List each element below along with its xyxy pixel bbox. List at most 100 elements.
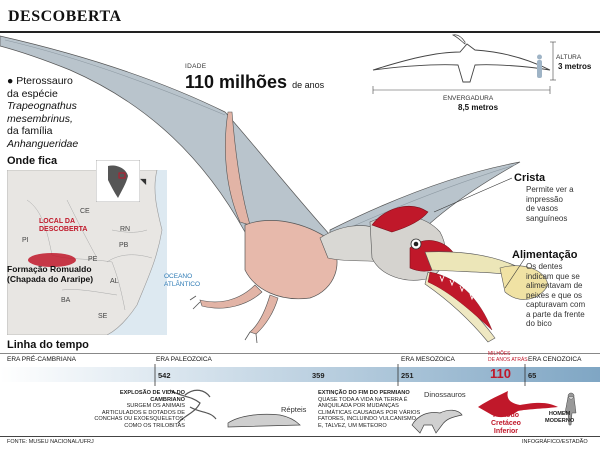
era-paleozoic: ERA PALEOZOICA [156,356,212,363]
modern-human-line: HOMEM [548,411,571,417]
dinosaurs-label: Dinossauros [424,390,466,399]
ocean-label: OCEANO ATLÂNTICO [164,273,200,288]
species-line-2: da espécie [7,87,58,100]
ocean-line-2: ATLÂNTICO [164,280,200,288]
tick-542: 542 [158,371,171,380]
wingspan-label: ENVERGADURA [443,95,494,102]
crest-text-line: sanguíneos [526,213,568,223]
modern-human-label: HOMEM MODERNO [545,411,574,424]
location-map [7,170,167,335]
feeding-title: Alimentação [512,249,578,261]
feeding-text-line: Os dentes [526,262,563,271]
cretaceous-line: Período [492,412,520,419]
formation-line-1: Formação Romualdo [7,264,92,274]
crest-title: Crista [514,172,546,184]
age-unit: de anos [292,80,325,90]
event-cambrian-line: COMO OS TRILOBITAS [124,422,185,429]
state-label-rn: RN [120,226,131,233]
species-text-1: Pterossauro [16,75,73,87]
event-cambrian-line: SURGEM OS ANIMAIS [126,403,185,410]
cretaceous-line: Inferior [493,428,519,435]
era-cenozoic: ERA CENOZOICA [528,356,582,363]
araripe-region-marker [28,253,76,267]
dinosaur-icon [411,409,463,434]
formation-line-2: (Chapada do Araripe) [7,274,94,284]
highlight-caption: MILHÕES DE ANOS ATRÁS [488,351,528,363]
species-family: Anhangueridae [7,138,137,151]
cambrian-fauna-icon [169,389,217,424]
human-scale-icon [537,60,542,78]
event-permian-line: EXTINÇÃO DO FIM DO PERMIANO [318,390,410,396]
cretaceous-label: Período Cretáceo Inferior [491,412,521,436]
age-value: 110 milhões de anos [185,72,324,93]
age-label: IDADE [185,63,207,70]
north-arrow-icon: ◥ [140,177,147,186]
tick-359: 359 [312,371,325,380]
pterosaur-icon [478,391,558,418]
discovery-site-label: LOCAL DA DESCOBERTA [39,218,87,234]
species-line-1: ● Pterossauro [7,75,73,87]
crest-text-line: Permite ver a [526,185,574,194]
tick-65: 65 [528,371,537,380]
source-credit: FONTE: MUSEU NACIONAL/UFRJ [7,439,94,445]
state-label-pb: PB [119,242,129,249]
species-name-text-2: mesembrinus, [7,112,73,125]
height-label: ALTURA [556,54,582,61]
crest-description: Permite ver a impressão de vasos sanguín… [526,185,574,223]
crest-text-line: impressão [526,194,563,204]
page-title: DESCOBERTA [8,8,122,25]
ocean-line-1: OCEANO [164,273,193,280]
event-cambrian-line: EXPLOSÃO DE VIDA DO [119,390,185,396]
species-description: ● Pterossauro da espécie Trapeognathus m… [7,75,137,150]
discovery-site-line-2: DESCOBERTA [39,226,88,233]
state-label-se: SE [98,313,108,320]
state-label-al: AL [110,278,119,285]
species-line-5: da família [7,125,53,137]
feeding-description: Os dentes indicam que se alimentavam de … [526,262,585,329]
event-permian-line: CLIMÁTICAS CAUSADAS POR VÁRIOS [318,409,421,416]
state-label-ce: CE [80,208,90,215]
feeding-text-line: a parte da frente [526,309,585,319]
reptile-icon [227,413,301,428]
event-cambrian: EXPLOSÃO DE VIDA DO CAMBRIANO SURGEM OS … [93,390,185,430]
feeding-text-line: peixes e que os [526,290,583,300]
wingspan-value: 8,5 metros [458,103,499,112]
era-precambrian: ERA PRÉ-CAMBRIANA [7,356,76,363]
header-divider [0,31,600,33]
species-name-text-1: Trapeognathus [7,100,77,112]
modern-human-line: MODERNO [545,417,575,424]
tick-251: 251 [401,371,414,380]
south-america-inset [96,160,140,202]
discovery-site-line-1: LOCAL DA [39,218,76,225]
event-permian: EXTINÇÃO DO FIM DO PERMIANO QUASE TODA A… [318,390,422,430]
event-permian-line: FATORES, INCLUINDO VULCANISMO [318,416,417,423]
feeding-text-line: do bico [526,319,552,328]
height-value: 3 metros [558,62,592,71]
formation-label: Formação Romualdo (Chapada do Araripe) [7,264,93,284]
tick-110-highlight: 110 [490,366,511,381]
infographic-credit: INFOGRÁFICO/ESTADÃO [522,439,588,445]
event-cambrian-line: CONCHAS OU EXOESQUELETOS, [94,416,185,423]
wingspan-silhouette [372,34,556,94]
modern-human-icon [564,392,577,426]
state-label-pe: PE [88,256,98,263]
highlight-caption-line-2: DE ANOS ATRÁS [488,357,528,363]
crest-text-line: de vasos [526,204,559,213]
reptiles-label: Répteis [281,405,307,414]
era-mesozoic: ERA MESOZOICA [401,356,455,363]
timeline-top-rule [0,353,600,354]
feeding-text-line: alimentavam de [526,281,583,290]
timeline-illustrations [169,389,577,434]
timeline-title: Linha do tempo [7,339,89,351]
location-title: Onde fica [7,155,58,167]
state-label-ba: BA [61,297,71,304]
footer-rule [0,436,600,437]
timeline-bar [0,364,600,386]
cretaceous-line: Cretáceo [491,420,521,427]
event-permian-line: QUASE TODA A VIDA NA TERRA É [318,396,408,403]
highlight-caption-line-1: MILHÕES [488,351,511,357]
species-name-line-1: Trapeognathus [7,100,137,113]
feeding-text-line: indicam que se [526,271,580,281]
